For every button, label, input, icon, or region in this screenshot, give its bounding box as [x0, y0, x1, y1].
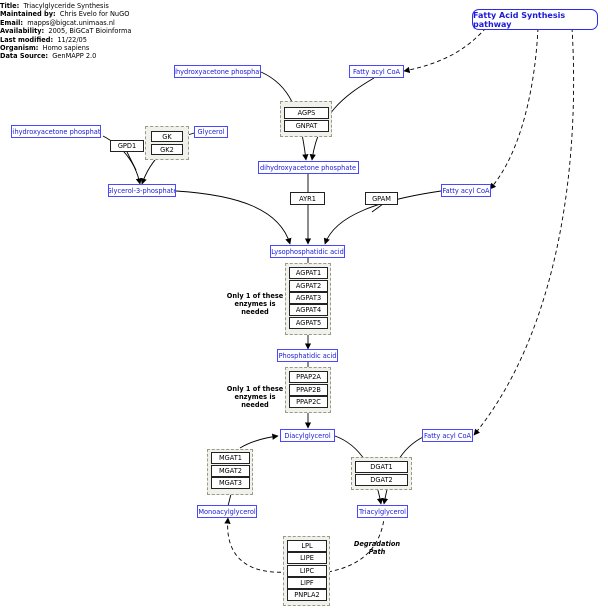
metabolite-phosphatidic-acid[interactable]: Phosphatidic acid [277, 349, 338, 362]
edge-mgat-to-dag [239, 433, 279, 449]
info-maintainer: Maintained by: Chris Evelo for NuGO [0, 10, 130, 19]
metabolite-lysophosphatidic-acid[interactable]: Lysophosphatidic acid [270, 245, 345, 258]
metabolite-dhap-top[interactable]: Dihydroxyacetone phosphate [174, 65, 261, 78]
edge-dhap-left-to-g3p [102, 135, 142, 185]
gene-agps[interactable]: AGPS [284, 107, 329, 119]
edge-gpd1-link [126, 151, 137, 171]
gene-gk[interactable]: GK [151, 131, 183, 142]
gene-gk2[interactable]: GK2 [151, 144, 183, 155]
fatty-acid-synthesis-pathway-link[interactable]: Fatty Acid Synthesis pathway [472, 9, 598, 30]
info-email: Email: mapps@bigcat.unimaas.nl [0, 18, 115, 27]
gene-agpat5[interactable]: AGPAT5 [289, 317, 328, 329]
metabolite-diacylglycerol[interactable]: Diacylglycerol [280, 429, 335, 442]
info-modified: Last modified: 11/22/05 [0, 35, 87, 44]
edge-degradation-to-mag [224, 517, 289, 573]
gene-ppap2b[interactable]: PPAP2B [289, 384, 328, 396]
edge-pathway-to-facoa-low [473, 27, 575, 436]
gene-gpd1[interactable]: GPD1 [110, 140, 144, 152]
agpat-note: Only 1 of these enzymes is needed [226, 292, 284, 316]
gene-agpat2[interactable]: AGPAT2 [289, 280, 328, 292]
gene-agpat3[interactable]: AGPAT3 [289, 292, 328, 304]
degradation-path-label: Degradation Path [353, 540, 401, 556]
metabolite-acyl-dhap[interactable]: Acyl dihydroxyacetone phosphate [258, 161, 359, 174]
info-availability: Availability: 2005, BiGCaT Bioinforma [0, 27, 132, 36]
edge-gpam-link [371, 203, 384, 213]
edge-degradation-to-tag [327, 518, 385, 573]
edge-g3p-to-lpa [175, 190, 292, 245]
gene-dgat2[interactable]: DGAT2 [355, 474, 408, 486]
metabolite-monoacylglycerol[interactable]: Monoacylglycerol [197, 505, 257, 518]
gene-gpam[interactable]: GPAM [365, 192, 398, 205]
metabolite-fatty-acyl-coa-mid[interactable]: Fatty acyl CoA [441, 184, 491, 197]
gene-mgat1[interactable]: MGAT1 [211, 452, 250, 464]
edge-pathway-to-facoa-mid [489, 27, 539, 190]
edge-facoa-to-acyl-dhap [309, 77, 375, 161]
gene-mgat3[interactable]: MGAT3 [211, 477, 250, 489]
gene-gnpat[interactable]: GNPAT [284, 120, 329, 132]
info-organism: Organism: Homo sapiens [0, 44, 90, 53]
gene-ppap2c[interactable]: PPAP2C [289, 396, 328, 408]
gene-agpat4[interactable]: AGPAT4 [289, 304, 328, 316]
gene-agpat1[interactable]: AGPAT1 [289, 267, 328, 279]
edge-facoa-mid-to-lpa [323, 190, 442, 245]
gene-dgat1[interactable]: DGAT1 [355, 461, 408, 473]
info-title: Title: Triacylglyceride Synthesis [0, 2, 109, 10]
gene-lpl[interactable]: LPL [287, 540, 327, 552]
gene-lipc[interactable]: LIPC [287, 565, 327, 577]
gene-lipe[interactable]: LIPE [287, 552, 327, 564]
gene-mgat2[interactable]: MGAT2 [211, 465, 250, 477]
metabolite-dhap-left[interactable]: Dihydroxyacetone phosphate [11, 125, 101, 138]
edge-pathway-to-facoa-top [403, 27, 487, 74]
metabolite-glycerol[interactable]: Glycerol [194, 126, 228, 138]
pathway-info: Title: Triacylglyceride Synthesis Mainta… [0, 2, 131, 61]
info-source: Data Source: GenMAPP 2.0 [0, 52, 97, 61]
gene-ppap2a[interactable]: PPAP2A [289, 371, 328, 383]
gene-pnpla2[interactable]: PNPLA2 [287, 589, 327, 601]
metabolite-fatty-acyl-coa-top[interactable]: Fatty acyl CoA [349, 65, 404, 78]
gene-lipf[interactable]: LIPF [287, 577, 327, 589]
metabolite-glycerol-3-phosphate[interactable]: Glycerol-3-phosphate [108, 184, 176, 197]
ppap-note: Only 1 of these enzymes is needed [226, 385, 284, 409]
gene-ayr1[interactable]: AYR1 [290, 192, 325, 205]
metabolite-triacylglycerol[interactable]: Triacylglycerol [357, 505, 408, 518]
metabolite-fatty-acyl-coa-low[interactable]: Fatty acyl CoA [422, 429, 473, 442]
